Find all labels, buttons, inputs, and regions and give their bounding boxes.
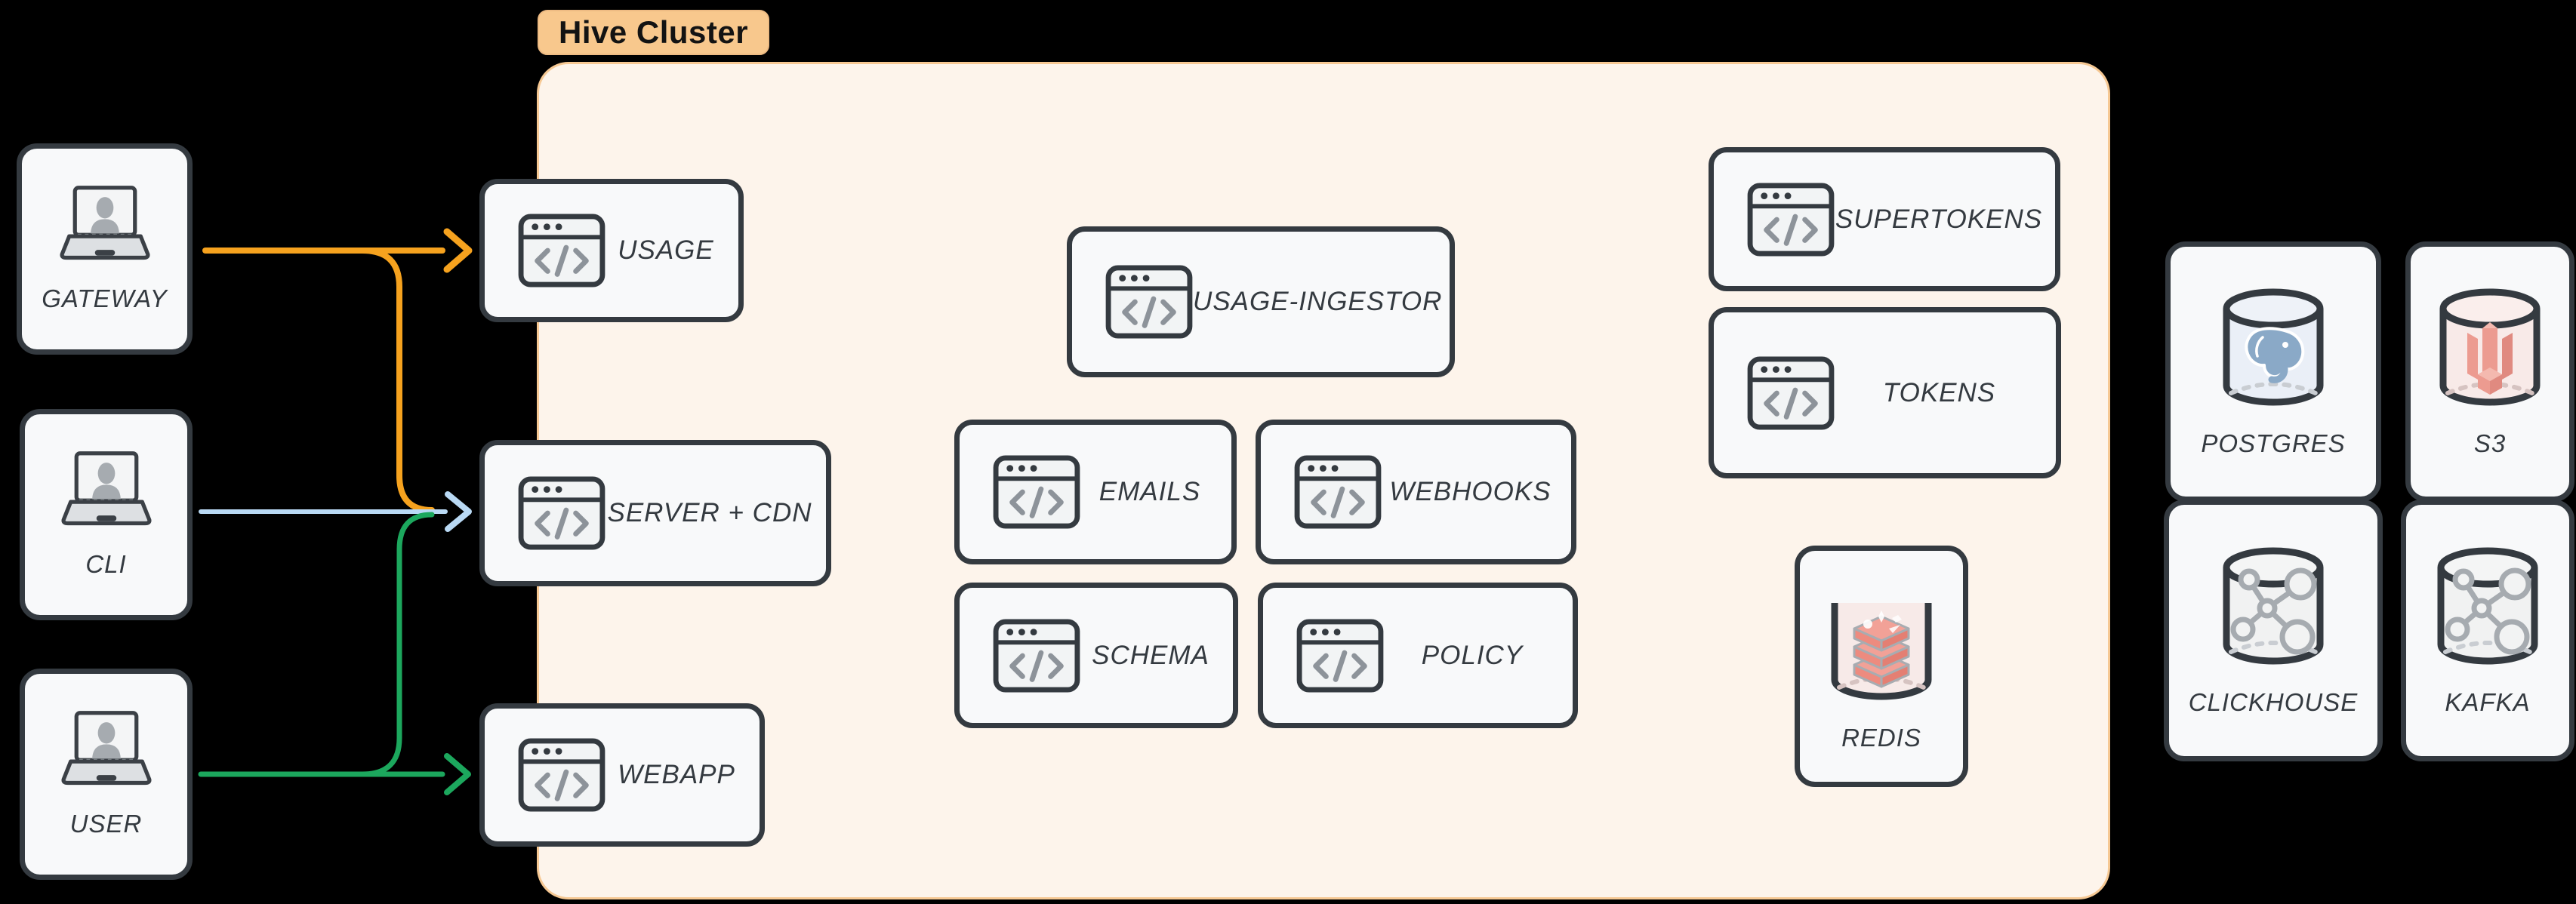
- node-label: POSTGRES: [2201, 429, 2346, 457]
- node-user: USER: [20, 669, 193, 880]
- node-label: SERVER + CDN: [607, 498, 812, 527]
- node-label: USAGE: [618, 235, 714, 265]
- node-policy: POLICY: [1258, 583, 1578, 728]
- node-label: CLI: [85, 550, 127, 578]
- node-label: REDIS: [1841, 724, 1921, 752]
- node-label: WEBAPP: [618, 760, 735, 789]
- node-label: WEBHOOKS: [1389, 477, 1551, 506]
- node-postgres: POSTGRES: [2165, 241, 2381, 502]
- hive-cluster-label-text: Hive Cluster: [559, 14, 749, 50]
- arrowhead-server-cdn: [445, 491, 472, 532]
- node-label: GATEWAY: [42, 284, 168, 312]
- edge-gateway-to-server-cdn: [359, 248, 435, 513]
- node-tokens: TOKENS: [1709, 307, 2061, 478]
- arrowhead-usage: [443, 228, 473, 273]
- postgres-elephant-cylinder-icon: [2223, 288, 2324, 405]
- code-window-icon: [1747, 182, 1835, 257]
- node-kafka: KAFKA: [2401, 500, 2574, 761]
- code-window-icon: [1747, 355, 1835, 430]
- node-usage-ingestor: USAGE-INGESTOR: [1067, 226, 1455, 377]
- edge-user-to-server-cdn: [359, 512, 435, 777]
- code-window-icon: [1296, 618, 1384, 693]
- node-emails: EMAILS: [954, 420, 1237, 564]
- laptop-user-icon: [61, 711, 151, 786]
- node-label: POLICY: [1421, 640, 1524, 670]
- node-redis: REDIS: [1795, 546, 1968, 787]
- node-usage: USAGE: [479, 179, 744, 322]
- node-supertokens: SUPERTOKENS: [1709, 147, 2060, 291]
- node-label: CLICKHOUSE: [2188, 687, 2359, 716]
- node-label: USAGE-INGESTOR: [1193, 287, 1443, 316]
- node-label: SCHEMA: [1092, 640, 1209, 670]
- molecule-cylinder-icon: [2223, 547, 2324, 664]
- code-window-icon: [1294, 455, 1382, 529]
- node-s3: S3: [2405, 241, 2574, 502]
- code-window-icon: [518, 476, 605, 550]
- s3-bucket-cylinder-icon: [2439, 288, 2541, 405]
- arrowhead-webapp: [444, 753, 471, 795]
- redis-stack-cylinder-icon: [1831, 603, 1932, 700]
- node-webhooks: WEBHOOKS: [1256, 420, 1576, 564]
- code-window-icon: [518, 738, 605, 812]
- node-label: EMAILS: [1098, 477, 1201, 506]
- code-window-icon: [993, 455, 1080, 529]
- code-window-icon: [993, 618, 1080, 693]
- hive-cluster-label: Hive Cluster: [538, 10, 770, 55]
- molecule-cylinder-icon: [2437, 547, 2538, 664]
- node-clickhouse: CLICKHOUSE: [2164, 500, 2383, 761]
- node-label: USER: [69, 810, 143, 838]
- node-server-cdn: SERVER + CDN: [479, 440, 831, 586]
- node-label: S3: [2473, 429, 2507, 457]
- node-webapp: WEBAPP: [479, 703, 765, 847]
- node-label: SUPERTOKENS: [1835, 204, 2043, 234]
- code-window-icon: [1105, 265, 1193, 339]
- node-schema: SCHEMA: [954, 583, 1238, 728]
- node-gateway: GATEWAY: [17, 143, 193, 355]
- laptop-user-icon: [60, 186, 149, 260]
- node-cli: CLI: [20, 409, 193, 620]
- node-label: KAFKA: [2445, 687, 2531, 716]
- code-window-icon: [518, 214, 605, 287]
- laptop-user-icon: [61, 451, 151, 526]
- node-label: TOKENS: [1882, 377, 1996, 407]
